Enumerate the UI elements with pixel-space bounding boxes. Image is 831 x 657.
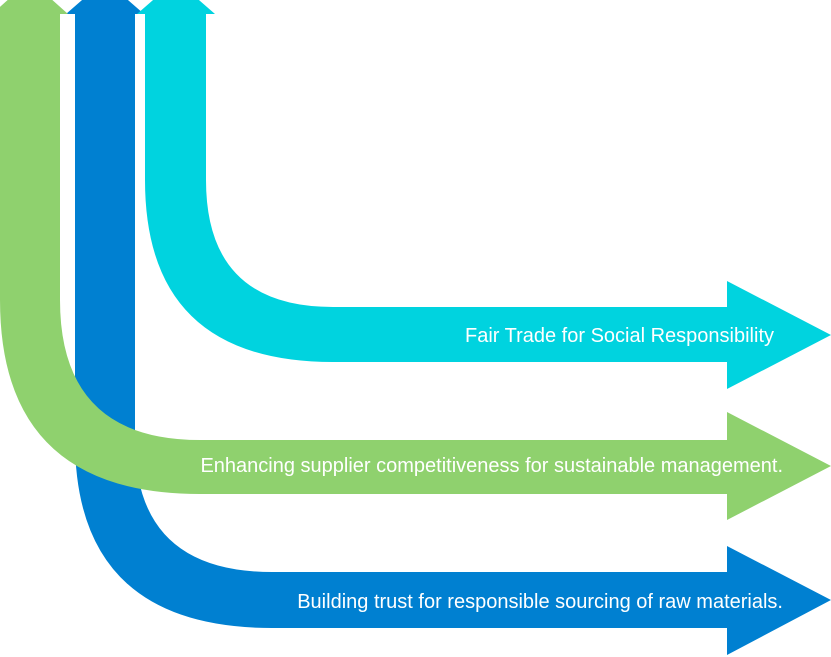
arrow-fair-trade-shape: [137, 0, 831, 389]
arrow-supplier: Enhancing supplier competitiveness for s…: [0, 0, 831, 520]
arrow-raw-materials-shape: [66, 0, 831, 655]
arrow-supplier-shape: [0, 0, 831, 520]
arrow-raw-materials: Building trust for responsible sourcing …: [66, 0, 831, 655]
arrow-fair-trade: Fair Trade for Social Responsibility: [137, 0, 831, 389]
arrow-supplier-label: Enhancing supplier competitiveness for s…: [200, 455, 783, 477]
arrow-raw-materials-label: Building trust for responsible sourcing …: [297, 591, 783, 613]
arrow-fair-trade-label: Fair Trade for Social Responsibility: [465, 325, 774, 347]
